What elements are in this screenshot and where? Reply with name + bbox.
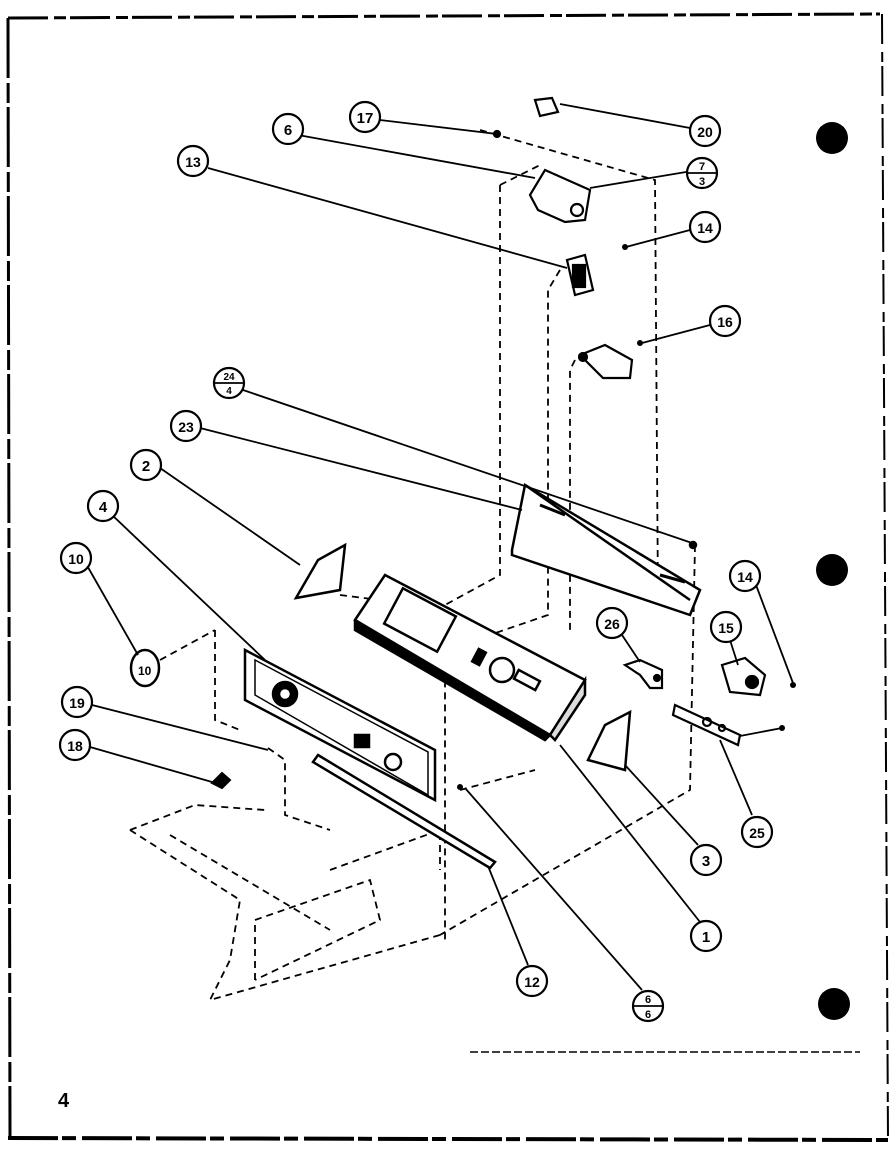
callout-20-label: 20 [697,124,713,140]
callout-17: 17 [348,100,382,134]
button-part-18 [210,771,232,790]
scan-border [6,12,889,1142]
callout-12: 12 [515,964,549,998]
callout-6: 6 [271,112,305,146]
callout-26-label: 26 [604,616,620,632]
callout-14-upper-label: 14 [697,220,713,236]
rear-bracket-part-23 [510,483,702,617]
callout-3: 3 [689,843,723,877]
callout-14-right: 14 [728,559,762,593]
bracket-part-26 [622,658,664,690]
control-panel-part-1 [353,573,587,742]
punch-hole-bottom [818,988,850,1020]
callout-4: 4 [86,489,120,523]
callout-2-label: 2 [142,458,150,475]
callout-14-upper: 14 [688,210,722,244]
callout-13: 13 [176,144,210,178]
callout-18-label: 18 [67,738,83,754]
callout-23-label: 23 [178,419,194,435]
switch-part-15 [720,656,767,697]
end-cap-part-3 [586,709,632,772]
callout-26: 26 [595,606,629,640]
page-number: 4 [58,1090,70,1112]
screws [457,244,796,790]
callout-23: 23 [169,409,203,443]
callout-20: 20 [688,114,722,148]
callout-7-3: 7 3 [685,156,719,190]
callout-16: 16 [708,304,742,338]
bracket-part-13 [565,253,595,297]
callout-3-label: 3 [702,853,710,870]
callout-19: 19 [60,685,94,719]
callout-1-label: 1 [702,929,710,946]
callout-25-label: 25 [749,825,765,841]
leader-lines [84,103,794,991]
cabinet-outline [129,129,696,1002]
callout-10: 10 [59,541,93,575]
callout-24-4-bottom: 4 [226,386,232,397]
callout-16-label: 16 [717,314,733,330]
callout-2: 2 [129,448,163,482]
callout-10-label: 10 [68,551,84,567]
callout-13-label: 13 [185,154,201,170]
callout-12-label: 12 [524,974,540,990]
callout-19-label: 19 [69,695,85,711]
callout-14-right-label: 14 [737,569,753,585]
punch-hole-middle [816,554,848,586]
callout-7-3-top: 7 [699,161,705,173]
callout-15-label: 15 [718,620,734,636]
sensor-part-16 [577,343,634,380]
end-cap-part-2 [293,542,347,600]
callout-24-4-top: 24 [223,372,235,383]
trim-strip-part-12 [311,753,497,870]
callout-24-4: 24 4 [212,366,246,400]
lower-panel-part-4 [243,647,437,803]
knob-part-10: 10 [129,648,161,688]
connector-part-20 [492,96,560,139]
callout-6-label: 6 [284,122,292,139]
callout-7-3-bottom: 3 [699,176,705,188]
callout-25: 25 [740,815,774,849]
timer-part-6 [528,168,592,224]
callout-6-6: 6 6 [631,989,665,1023]
callout-1: 1 [689,919,723,953]
callout-15: 15 [709,610,743,644]
plate-part-25 [671,703,742,747]
punch-hole-top [816,122,848,154]
callout-17-label: 17 [357,110,374,127]
callout-4-label: 4 [99,499,108,516]
svg-text:10: 10 [138,664,152,678]
callout-6-6-top: 6 [645,994,651,1006]
callout-18: 18 [58,728,92,762]
callout-6-6-bottom: 6 [645,1009,651,1021]
